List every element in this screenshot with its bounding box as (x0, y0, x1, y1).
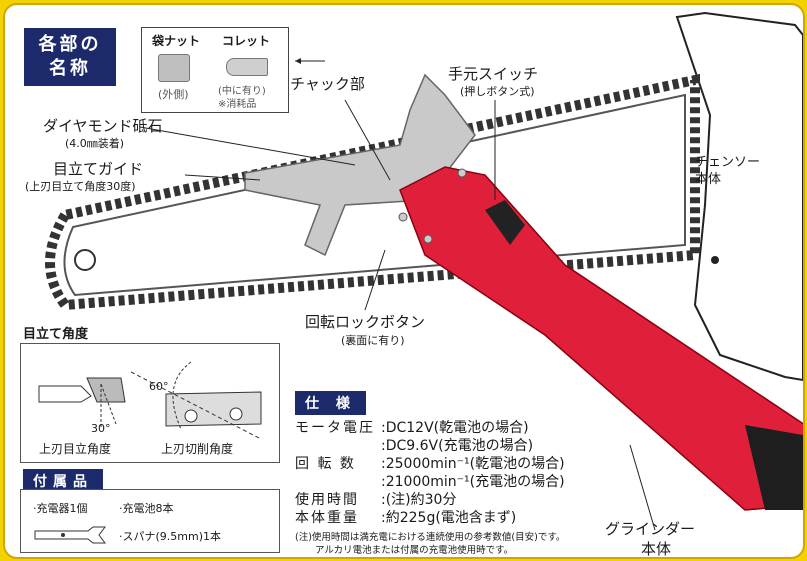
spec-row: :DC9.6V(充電池の場合) (295, 435, 533, 455)
battery-cap (745, 425, 803, 510)
angle-caption-1: 上刃目立角度 (39, 442, 112, 456)
spec-row: 本体重量 :約225g(電池含まず) (295, 507, 516, 527)
spec-key: モータ電圧 (295, 420, 375, 436)
collet-label: コレット (222, 34, 271, 48)
diamond-label: ダイヤモンド砥石 (43, 117, 163, 135)
accessories-panel: ·充電器1個 ·充電池8本 ·スパナ(9.5mm)1本 (20, 489, 280, 553)
chuck-label: チャック部 (290, 75, 365, 93)
angle-30-label: 30° (91, 422, 111, 435)
nut-icon (158, 54, 190, 82)
bar-hole (74, 249, 96, 271)
parts-title-badge: 各部の 名称 (24, 28, 116, 86)
parts-inset: 袋ナット コレット (外側) (中に有り) ※消耗品 (141, 27, 289, 113)
angle-60-label: 60° (149, 380, 169, 393)
spec-row: 使用時間 :(注)約30分 (295, 489, 456, 509)
spec-heading: 仕 様 (295, 391, 366, 415)
angle-caption-2: 上刃切削角度 (161, 442, 234, 456)
spec-value: :約225g(電池含まず) (381, 510, 517, 526)
spec-note-2: アルカリ電池または付属の充電池使用時です。 (315, 545, 514, 556)
grinder-label-2: 本体 (641, 540, 672, 558)
spec-value: :DC9.6V(充電池の場合) (381, 438, 534, 454)
nut-note: (外側) (158, 88, 189, 101)
spec-key: 本体重量 (295, 510, 359, 526)
spec-note-1: (注)使用時間は満充電における連続使用の参考数値(目安)です。 (295, 532, 566, 543)
spec-row: モータ電圧 :DC12V(乾電池の場合) (295, 417, 529, 437)
spec-value: :21000min⁻¹(充電池の場合) (381, 474, 565, 490)
hand-switch (485, 200, 525, 245)
chainsaw-bolt (711, 256, 719, 264)
chainsaw-label-1: チェンソー (695, 155, 761, 170)
nut-label: 袋ナット (152, 34, 201, 48)
guide-note: (上刃目立て角度30度) (25, 180, 136, 193)
collet-note-2: ※消耗品 (218, 99, 257, 110)
switch-label: 手元スイッチ (448, 65, 539, 83)
chainsaw-body-shape (675, 11, 803, 382)
angle-diagram (38, 361, 262, 440)
title-line1: 各部の (38, 34, 102, 55)
accessory-batteries: ·充電池8本 (119, 502, 174, 515)
product-illustration (45, 11, 803, 531)
spec-row: 回 転 数 :25000min⁻¹(乾電池の場合) (295, 453, 565, 473)
angle-panel: 30° 60° 上刃目立角度 上刃切削角度 (20, 343, 280, 463)
chainsaw-label-2: 本体 (695, 172, 722, 187)
lock-label: 回転ロックボタン (305, 313, 426, 331)
spec-key: 回 転 数 (295, 456, 356, 472)
lock-note: (裏面に有り) (341, 334, 405, 347)
guide-label: 目立てガイド (53, 160, 144, 178)
spanner-icon (34, 526, 106, 544)
title-line2: 名称 (49, 58, 91, 79)
accessory-charger: ·充電器1個 (33, 502, 88, 515)
spec-value: :DC12V(乾電池の場合) (381, 420, 529, 436)
diamond-note: (4.0㎜装着) (65, 137, 125, 150)
collet-icon (226, 58, 268, 76)
switch-note: (押しボタン式) (460, 85, 535, 98)
angle-heading: 目立て角度 (23, 327, 89, 342)
spec-key: 使用時間 (295, 492, 359, 508)
spec-value: :25000min⁻¹(乾電池の場合) (381, 456, 565, 472)
accessory-spanner: ·スパナ(9.5mm)1本 (119, 530, 222, 543)
spec-value: :(注)約30分 (381, 492, 457, 508)
collet-note-1: (中に有り) (218, 86, 266, 97)
product-sheet: 各部の 名称 袋ナット コレット (外側) (中に有り) ※消耗品 チャック部 … (3, 3, 805, 559)
grinder-label-1: グラインダー (605, 520, 696, 538)
chain-bar (45, 73, 700, 311)
spec-row: :21000min⁻¹(充電池の場合) (295, 471, 565, 491)
